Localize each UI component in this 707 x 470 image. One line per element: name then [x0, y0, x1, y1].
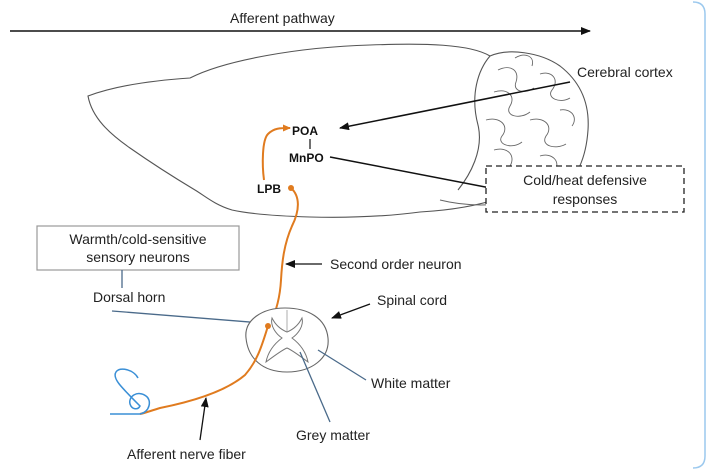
spinal-cord-label: Spinal cord [377, 292, 447, 308]
spinal-cord-pointer [331, 303, 371, 319]
cortex-to-poa-arrow [339, 81, 571, 131]
afferent-pathway-label: Afferent pathway [230, 10, 335, 26]
defensive-responses-line1: Cold/heat defensive [523, 172, 647, 188]
afferent-fiber-pointer [199, 397, 209, 441]
sensory-neurons-line1: Warmth/cold-sensitive [69, 231, 206, 247]
receptor-coil [109, 368, 151, 415]
cerebral-cortex-label: Cerebral cortex [577, 64, 673, 80]
second-order-label: Second order neuron [330, 256, 462, 272]
cortex-fold-line [457, 55, 491, 191]
second-order-neuron [269, 187, 299, 325]
sensory-neurons-box [36, 225, 240, 271]
poa-label: POA [292, 124, 318, 138]
afferent-nerve-fiber [139, 325, 269, 415]
mnpo-to-response-arrow [329, 156, 507, 194]
defensive-responses-line2: responses [553, 191, 618, 207]
dorsal-horn-pointer [111, 310, 263, 324]
white-matter-pointer [317, 349, 367, 381]
grey-matter-pointer [299, 351, 331, 423]
defensive-responses-box [485, 165, 685, 213]
grey-matter-label: Grey matter [296, 427, 370, 443]
lpb-to-poa-neuron [261, 124, 291, 181]
sensory-neurons-line2: sensory neurons [86, 249, 190, 265]
mnpo-label: MnPO [289, 151, 324, 165]
lpb-label: LPB [257, 182, 281, 196]
spinal-cord-cross-section [245, 307, 329, 373]
cerebellum-folds [485, 54, 575, 183]
dorsal-horn-label: Dorsal horn [93, 289, 165, 305]
afferent-fiber-label: Afferent nerve fiber [127, 446, 246, 462]
grey-matter-shape [265, 316, 309, 364]
frame-edge [693, 1, 706, 469]
white-matter-label: White matter [371, 375, 451, 391]
